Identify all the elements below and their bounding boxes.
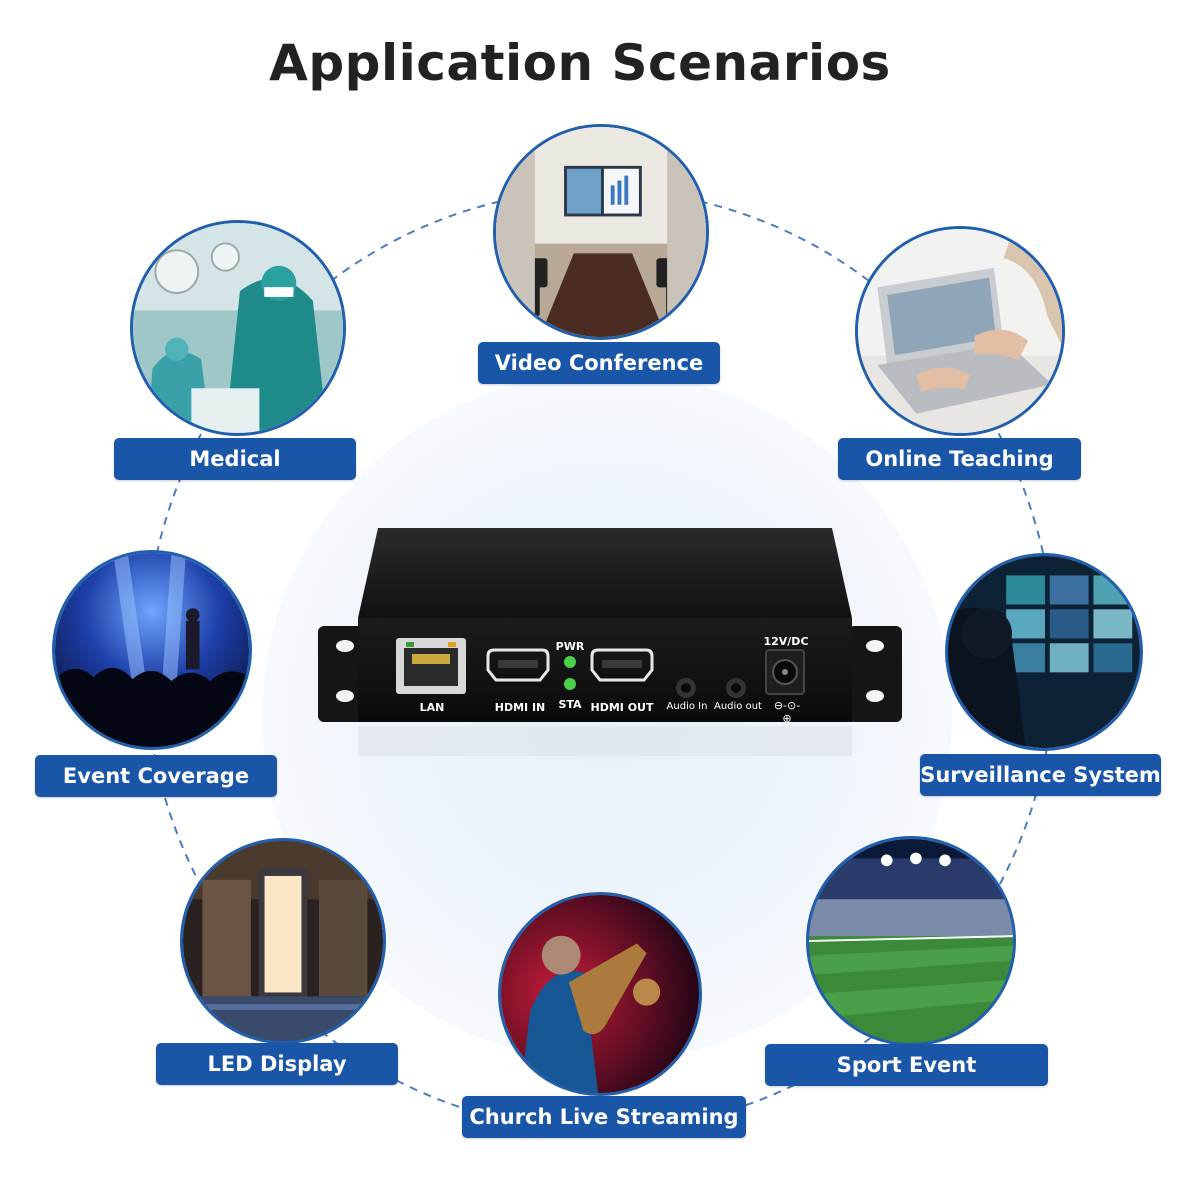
scene-video-conference	[493, 124, 709, 340]
scene-online-teaching	[855, 226, 1065, 436]
label-church-live-streaming: Church Live Streaming	[462, 1096, 746, 1138]
scene-church-live-streaming	[498, 892, 702, 1096]
port-label-pwr: PWR	[555, 640, 585, 653]
port-label-audio-in: Audio In	[666, 701, 708, 712]
port-label-audio-out: Audio out	[714, 701, 762, 712]
label-medical: Medical	[114, 438, 356, 480]
label-online-teaching: Online Teaching	[838, 438, 1081, 480]
port-label-power: 12V/DC	[763, 635, 809, 648]
conference-room-photo-icon	[496, 127, 706, 337]
port-label-hdmi-out: HDMI OUT	[590, 701, 654, 714]
label-led-display: LED Display	[156, 1043, 398, 1085]
control-room-photo-icon	[948, 556, 1140, 748]
surgery-room-photo-icon	[133, 223, 343, 433]
port-label-sta: STA	[558, 698, 582, 711]
scene-led-display	[180, 838, 386, 1044]
saxophone-player-photo-icon	[501, 895, 699, 1093]
label-sport-event: Sport Event	[765, 1044, 1048, 1086]
scene-medical	[130, 220, 346, 436]
stadium-photo-icon	[809, 839, 1013, 1043]
page-title: Application Scenarios	[269, 34, 891, 92]
port-label-lan: LAN	[419, 701, 445, 714]
scene-event-coverage	[52, 550, 252, 750]
laptop-typing-photo-icon	[858, 229, 1062, 433]
port-label-hdmi-in: HDMI IN	[494, 701, 546, 714]
label-surveillance-system: Surveillance System	[920, 754, 1161, 796]
led-kiosk-photo-icon	[183, 841, 383, 1041]
label-event-coverage: Event Coverage	[35, 755, 277, 797]
scene-surveillance-system	[945, 553, 1143, 751]
hdmi-encoder-device	[318, 528, 902, 756]
scene-sport-event	[806, 836, 1016, 1046]
concert-stage-photo-icon	[55, 553, 249, 747]
label-video-conference: Video Conference	[478, 342, 720, 384]
dc-polarity-icon: ⊖-⊙-⊕	[773, 699, 801, 725]
